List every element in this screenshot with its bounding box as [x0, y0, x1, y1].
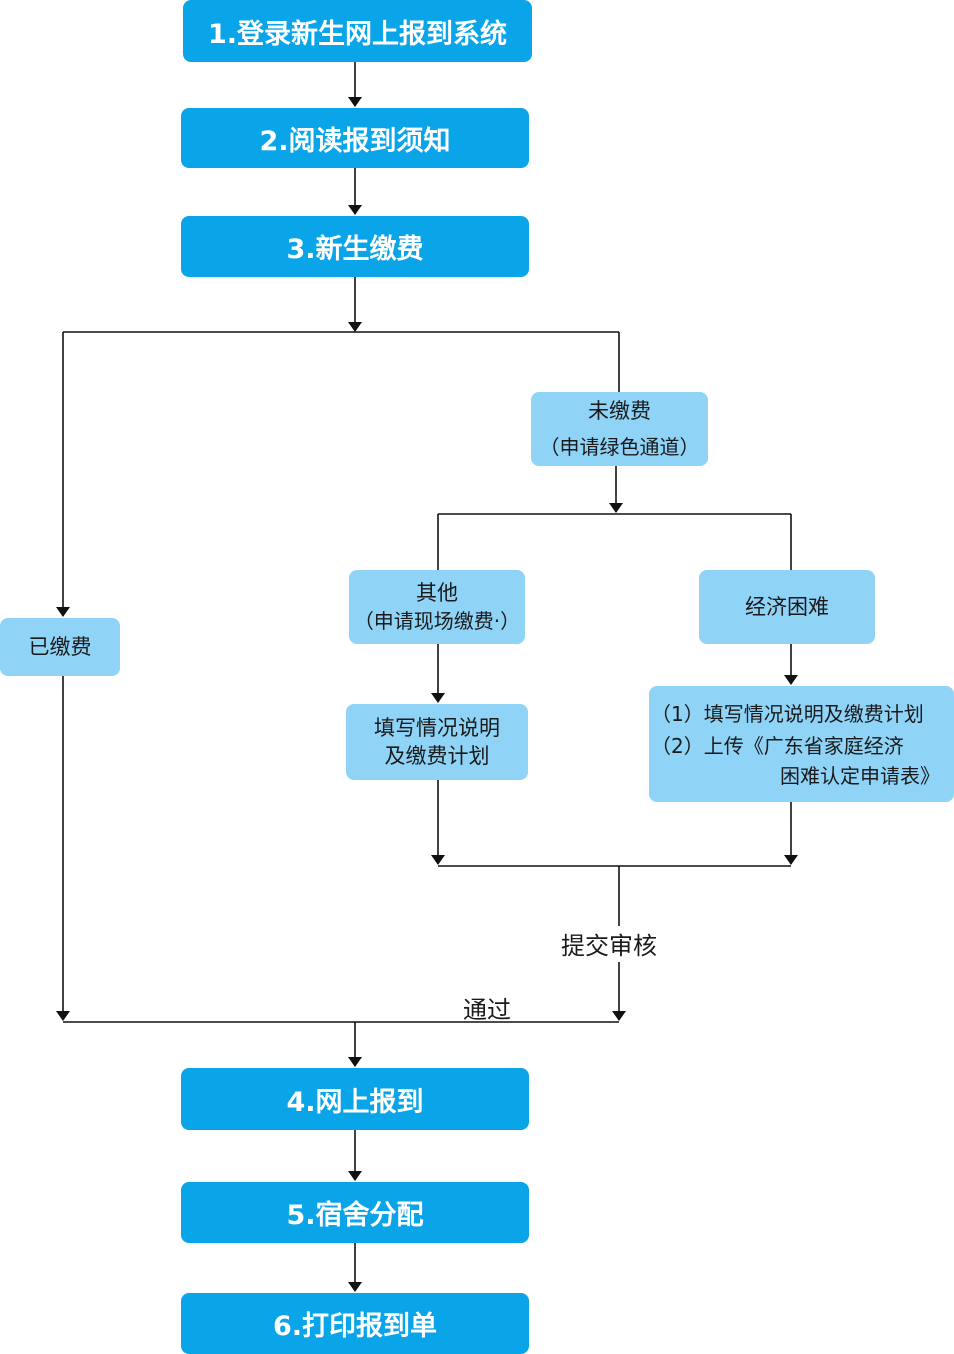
branch-other-line1: 其他	[416, 581, 458, 605]
branch-unpaid-line2: （申请绿色通道）	[539, 435, 700, 459]
branch-other: 其他 （申请现场缴费·）	[349, 570, 525, 644]
action-hardship-line1: （1）填写情况说明及缴费计划	[651, 702, 924, 726]
step-payment-label: 3.新生缴费	[286, 234, 424, 265]
branch-hardship-label: 经济困难	[745, 595, 829, 619]
action-other: 填写情况说明 及缴费计划	[346, 704, 528, 780]
step-login: 1.登录新生网上报到系统	[183, 0, 532, 62]
action-other-line2: 及缴费计划	[384, 744, 490, 768]
step-print-form: 6.打印报到单	[181, 1293, 529, 1354]
branch-hardship: 经济困难	[699, 570, 875, 644]
step-dorm-assignment: 5.宿舍分配	[181, 1182, 529, 1243]
step-login-label: 1.登录新生网上报到系统	[207, 18, 508, 50]
step-online-registration: 4.网上报到	[181, 1068, 529, 1130]
action-hardship: （1）填写情况说明及缴费计划 （2）上传《广东省家庭经济 困难认定申请表》	[649, 686, 954, 802]
label-submit-review: 提交审核	[561, 926, 657, 961]
step-dorm-assignment-label: 5.宿舍分配	[286, 1200, 424, 1231]
branch-unpaid: 未缴费 （申请绿色通道）	[531, 392, 708, 466]
step-payment: 3.新生缴费	[181, 216, 529, 277]
branch-paid-label: 已缴费	[28, 635, 92, 659]
branch-other-line2: （申请现场缴费·）	[353, 609, 521, 633]
step-read-notice: 2.阅读报到须知	[181, 108, 529, 168]
step-read-notice-label: 2.阅读报到须知	[259, 125, 451, 157]
branch-unpaid-line1: 未缴费	[588, 399, 651, 423]
step-online-registration-label: 4.网上报到	[286, 1086, 424, 1118]
action-hardship-line3: 困难认定申请表》	[780, 764, 940, 788]
branch-paid: 已缴费	[0, 618, 120, 676]
action-hardship-line2: （2）上传《广东省家庭经济	[651, 734, 904, 758]
action-other-line1: 填写情况说明	[374, 716, 500, 740]
label-approved: 通过	[463, 996, 511, 1024]
step-print-form-label: 6.打印报到单	[272, 1311, 438, 1342]
